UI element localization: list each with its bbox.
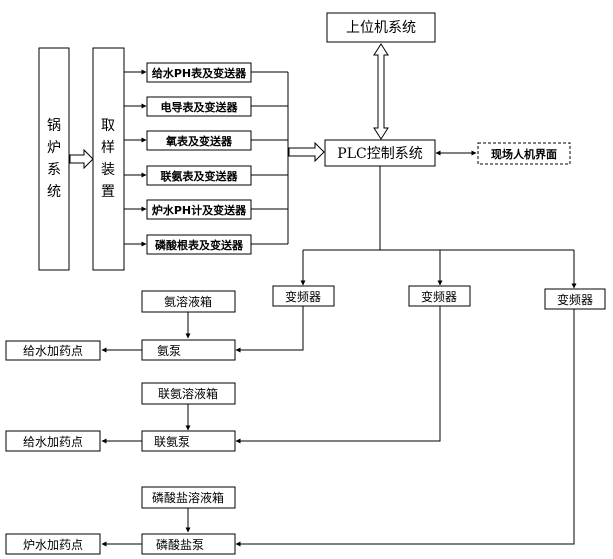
tank-2: 磷酸盐溶液箱 [141,486,236,509]
upper-system-node: 上位机系统 [326,12,436,43]
bus-to-plc-arrow [288,141,325,163]
dosing-point-label-1: 给水加药点 [23,435,83,449]
instrument-2: 氧表及变送器 [146,130,252,151]
upper-plc-link [373,43,389,140]
boiler-char-3: 统 [47,184,61,200]
instrument-label-0: 给水PH表及变送器 [152,66,247,80]
instrument-bus [251,71,289,245]
plc-node: PLC控制系统 [324,139,436,167]
sampling-char-3: 置 [101,184,115,200]
instrument-label-3: 联氨表及变送器 [161,169,239,183]
instrument-4: 炉水PH计及变送器 [146,199,252,220]
pump-label-2: 磷酸盐泵 [156,537,204,552]
tank-label-1: 联氨溶液箱 [158,386,218,401]
upper-system-label: 上位机系统 [346,20,416,36]
plc-vfd-distribution [300,166,577,289]
pump-1: 联氨泵 [141,430,236,452]
vfd-label-2: 变频器 [557,292,593,307]
vfd-0: 变频器 [272,285,335,307]
pump-label-1: 联氨泵 [154,435,190,449]
tank-0: 氨溶液箱 [141,290,236,313]
instrument-label-2: 氧表及变送器 [165,134,233,148]
dosing-point-0: 给水加药点 [5,340,101,361]
boiler-char-2: 系 [47,162,61,178]
boiler-to-sampling-arrow [69,148,94,170]
instrument-3: 联氨表及变送器 [146,165,252,186]
hmi-label: 现场人机界面 [491,147,557,161]
pump-label-0: 氨泵 [157,344,181,358]
dosing-point-2: 炉水加药点 [5,533,101,555]
instrument-label-1: 电导表及变送器 [161,100,239,114]
sampling-device-node: 取 样 装 置 [92,47,125,271]
vfd-pump-links [235,306,575,547]
boiler-system-node: 锅 炉 系 统 [38,47,70,271]
vfd-label-1: 变频器 [421,289,457,304]
vfd-1: 变频器 [408,285,471,307]
tank-1: 联氨溶液箱 [141,382,236,405]
sampling-char-0: 取 [101,118,115,134]
sampling-char-1: 样 [101,140,115,156]
instrument-1: 电导表及变送器 [146,96,252,117]
instrument-0: 给水PH表及变送器 [146,62,252,83]
boiler-char-0: 锅 [47,118,61,134]
vfd-2: 变频器 [544,288,606,310]
instrument-label-5: 磷酸根表及变送器 [155,238,244,252]
dosing-point-label-0: 给水加药点 [23,344,83,358]
tank-label-0: 氨溶液箱 [164,294,212,309]
instrument-label-4: 炉水PH计及变送器 [152,203,247,217]
instrument-5: 磷酸根表及变送器 [146,234,252,255]
tank-label-2: 磷酸盐溶液箱 [152,490,224,505]
pump-0: 氨泵 [141,339,236,361]
hmi-node: 现场人机界面 [477,142,571,165]
dosing-point-label-2: 炉水加药点 [23,538,83,552]
dosing-point-1: 给水加药点 [5,430,101,452]
boiler-char-1: 炉 [47,140,61,156]
vfd-label-0: 变频器 [285,289,321,304]
plc-label: PLC控制系统 [337,146,422,162]
sampling-char-2: 装 [101,162,115,178]
pump-2: 磷酸盐泵 [141,533,236,555]
